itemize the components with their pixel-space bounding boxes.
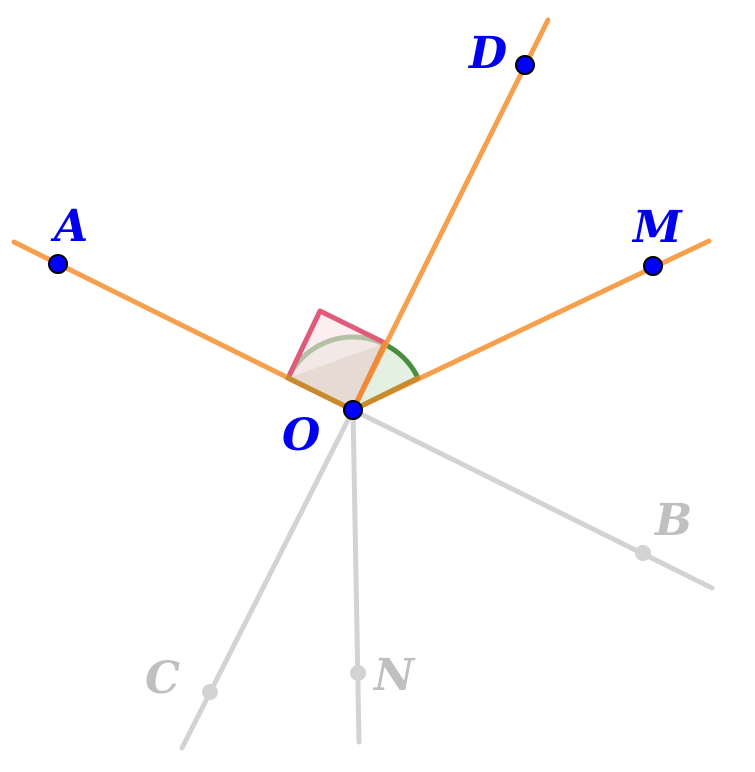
label-D: D: [467, 28, 507, 79]
label-A: A: [50, 201, 88, 252]
ray-OB: [350, 407, 715, 591]
point-D: [515, 55, 535, 75]
ray-ON: [350, 407, 362, 745]
point-N: [350, 665, 366, 681]
label-M: M: [631, 202, 683, 253]
point-C: [202, 684, 218, 700]
label-B: B: [653, 495, 692, 546]
label-O: O: [282, 410, 320, 461]
ray-OA-inner-segment: [285, 375, 356, 413]
point-A: [48, 254, 68, 274]
ray-OD-inner-segment: [350, 340, 388, 413]
point-B: [635, 545, 651, 561]
ray-OM-inner-segment: [350, 375, 421, 413]
label-C: C: [145, 653, 180, 704]
point-M: [643, 256, 663, 276]
label-N: N: [372, 650, 416, 701]
point-O: [343, 400, 363, 420]
